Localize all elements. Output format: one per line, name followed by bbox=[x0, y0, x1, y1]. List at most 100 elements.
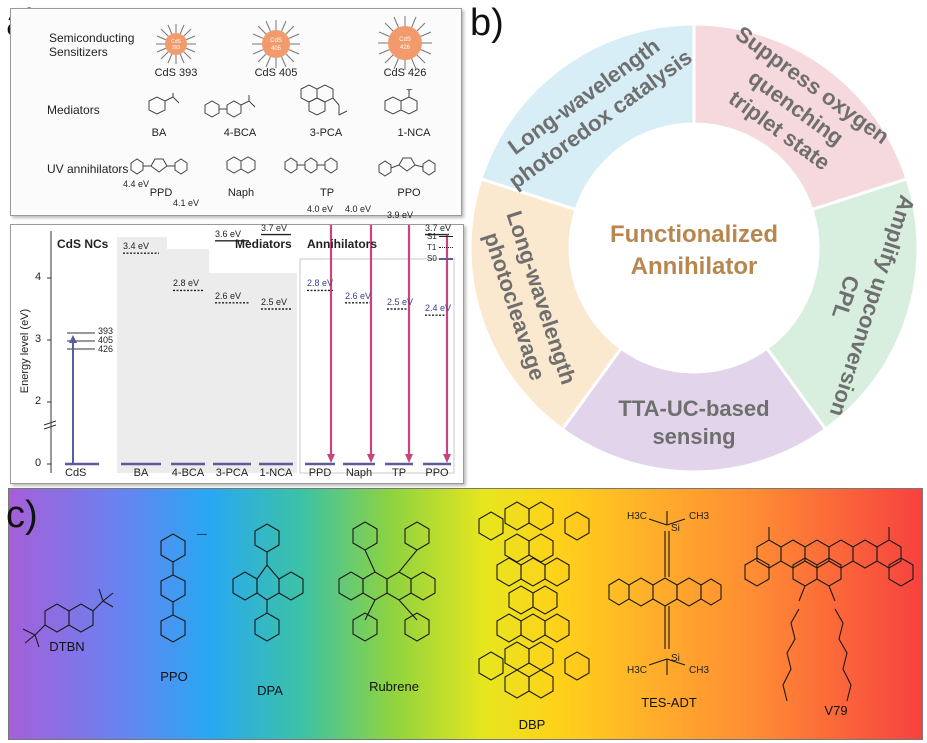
energy-level-diagram: Energy level (eV) 0 1 2 3 4 CdS NCs Medi… bbox=[10, 179, 464, 484]
annihilator-label: PPD bbox=[149, 187, 173, 199]
column-name: TP bbox=[391, 467, 407, 479]
svg-text:426: 426 bbox=[400, 45, 411, 51]
emission-arrowhead bbox=[327, 454, 335, 463]
t1-label: 2.5 eV bbox=[261, 297, 288, 307]
panel-b-label: b) bbox=[470, 2, 504, 44]
energy-level-svg bbox=[43, 225, 455, 474]
s1-label: 3.9 eV bbox=[387, 210, 414, 221]
quantum-dot-icon: CdS 426 bbox=[378, 16, 432, 70]
cds-level-label: 426 bbox=[98, 344, 114, 354]
ytick: 2 bbox=[35, 395, 42, 407]
ppo-structure bbox=[378, 157, 436, 177]
sensitizer-label: CdS 393 bbox=[154, 67, 198, 79]
molecule-label: Rubrene bbox=[369, 679, 419, 694]
4bca-structure bbox=[204, 95, 256, 118]
column-name: PPO bbox=[425, 467, 449, 479]
cds-levels: 393 405 426 bbox=[59, 325, 119, 466]
molecule-panel: — DTBN PPO DPA Rubrene DBP TES-ADT V79 H… bbox=[8, 488, 923, 740]
sensitizer-label: CdS 426 bbox=[383, 67, 427, 79]
ytick: 0 bbox=[35, 457, 42, 469]
s1-label: 4.4 eV bbox=[123, 179, 150, 190]
sensitizer-label: CdS 405 bbox=[254, 67, 298, 79]
svg-text:CdS: CdS bbox=[270, 38, 282, 44]
s1-label: 4.1 eV bbox=[173, 197, 200, 208]
mediator-label: 3-PCA bbox=[309, 127, 343, 139]
mediator-label: BA bbox=[151, 127, 167, 139]
molecule-structures: — bbox=[22, 501, 914, 702]
emission-arrowhead bbox=[443, 454, 451, 463]
tes-substituent-label: Si bbox=[671, 653, 680, 664]
cds-label: CdS bbox=[65, 467, 87, 479]
ytick: 3 bbox=[35, 333, 42, 345]
t1-label: 2.8 eV bbox=[173, 278, 200, 289]
panel-c-label: c) bbox=[6, 494, 38, 536]
legend-entry-s0: S0 bbox=[427, 253, 454, 264]
panel-a-structures: Semiconducting Sensitizers CdS 393 CdS 4… bbox=[10, 8, 462, 216]
row-label-uv-annihilators: UV annihilators bbox=[47, 162, 129, 176]
header-cds: CdS NCs bbox=[57, 237, 109, 251]
column-name: PPD bbox=[308, 467, 332, 479]
s1-label: 3.7 eV bbox=[261, 222, 288, 233]
svg-text:393: 393 bbox=[172, 45, 181, 51]
ba-structure bbox=[148, 93, 180, 115]
t1-label: 2.8 eV bbox=[307, 278, 334, 289]
t1-label: 2.6 eV bbox=[345, 290, 372, 301]
cds-level-label: 405 bbox=[98, 335, 114, 345]
s1-label: 3.6 eV bbox=[215, 228, 242, 239]
tp-structure bbox=[284, 157, 338, 174]
molecule-label: DTBN bbox=[49, 639, 85, 654]
t1-label: 2.6 eV bbox=[215, 290, 242, 301]
header-mediators: Mediators bbox=[235, 237, 292, 251]
annihilator-label: TP bbox=[319, 187, 335, 199]
molecule-label: V79 bbox=[824, 703, 848, 718]
molecule-label: PPO bbox=[160, 669, 188, 684]
center-title: Annihilator bbox=[631, 253, 758, 280]
naph-structure bbox=[226, 156, 256, 174]
legend-entry-t1: T1 bbox=[427, 242, 453, 253]
ytick: 4 bbox=[35, 271, 42, 283]
molecule-label: DBP bbox=[518, 717, 546, 732]
t1-label: 2.4 eV bbox=[425, 303, 452, 314]
1nca-structure bbox=[384, 89, 418, 115]
quantum-dot-icon: CdS 405 bbox=[252, 20, 300, 68]
row-label-sensitizers: Semiconducting Sensitizers bbox=[49, 31, 135, 59]
segment-label: TTA-UC-based sensing bbox=[618, 396, 769, 449]
molecule-label: DPA bbox=[257, 683, 283, 698]
s1-label: 4.0 eV bbox=[345, 204, 372, 214]
tes-substituent-label: Si bbox=[671, 523, 680, 534]
t1-label: 2.5 eV bbox=[387, 297, 414, 307]
segment-label-line: sensing bbox=[652, 424, 735, 449]
tes-substituent-label: CH3 bbox=[689, 511, 710, 522]
donut-center bbox=[570, 124, 818, 372]
t1-label: 3.4 eV bbox=[123, 241, 150, 252]
column-name: Naph bbox=[345, 467, 373, 479]
row-label-mediators: Mediators bbox=[47, 103, 100, 117]
tes-substituent-label: H3C bbox=[627, 511, 648, 522]
molecule-label: TES-ADT bbox=[641, 695, 697, 710]
center-title: Functionalized bbox=[610, 221, 778, 248]
segment-label-line: TTA-UC-based bbox=[618, 396, 769, 421]
svg-text:CdS: CdS bbox=[171, 39, 181, 45]
legend: S1 T1 S0 bbox=[427, 231, 454, 264]
quantum-dot-icon: CdS 393 bbox=[156, 24, 196, 64]
svg-text:405: 405 bbox=[271, 46, 282, 52]
svg-text:—: — bbox=[197, 529, 207, 540]
svg-text:CdS: CdS bbox=[399, 37, 411, 43]
mediator-label: 4-BCA bbox=[223, 127, 257, 139]
emission-arrowhead bbox=[405, 454, 413, 463]
emission-arrowhead bbox=[367, 454, 375, 463]
cds-level-label: 393 bbox=[98, 326, 114, 336]
column-name: 1-NCA bbox=[259, 467, 293, 479]
tes-substituent-label: CH3 bbox=[689, 665, 710, 676]
header-annihilators: Annihilators bbox=[307, 237, 378, 251]
annihilator-label: PPO bbox=[397, 187, 421, 199]
s1-label: 3.7 eV bbox=[425, 222, 452, 233]
ylabel: Energy level (eV) bbox=[19, 308, 31, 394]
tes-substituent-label: H3C bbox=[627, 665, 648, 676]
annihilator-label: Naph bbox=[227, 187, 255, 199]
mediator-label: 1-NCA bbox=[397, 127, 431, 139]
column-name: BA bbox=[133, 467, 149, 479]
ppd-structure bbox=[130, 158, 188, 175]
legend-entry-s1: S1 bbox=[427, 231, 454, 242]
